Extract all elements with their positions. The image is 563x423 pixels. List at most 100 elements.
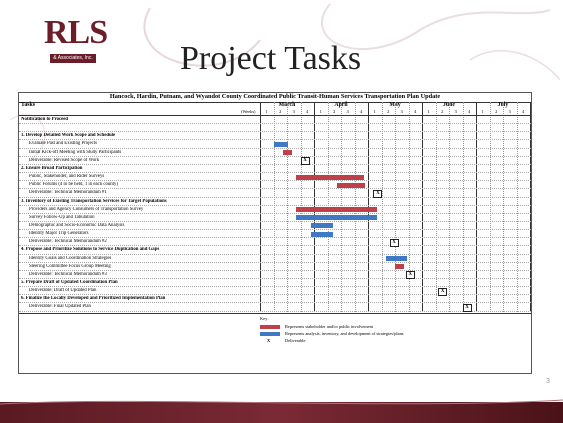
- week-number: 4: [468, 109, 471, 114]
- week-number: 4: [306, 109, 309, 114]
- grid-line-vertical: [503, 102, 504, 312]
- tasks-header: Tasks: [21, 102, 35, 108]
- row-divider: [19, 278, 531, 279]
- task-label: Deliverable: Technical Memorandum #1: [29, 190, 107, 196]
- gantt-caption: Hancock, Hardin, Putnam, and Wyandot Cou…: [19, 93, 531, 103]
- row-divider: [19, 220, 531, 222]
- row-divider: [19, 245, 531, 247]
- week-number: 1: [265, 109, 268, 114]
- task-section-label: 2. Ensure Broad Participation: [21, 165, 83, 171]
- deliverable-marker: X: [438, 287, 448, 296]
- task-label: Deliverable: Final Updated Plan: [29, 304, 91, 310]
- week-number: 2: [387, 109, 390, 114]
- week-number: 3: [400, 109, 403, 114]
- key-analysis-label: Represents analysis, inventory, and deve…: [285, 330, 404, 336]
- deliverable-marker: X: [389, 238, 399, 247]
- key-analysis-swatch: [260, 331, 280, 336]
- stakeholder-bar: [336, 182, 366, 188]
- gantt-chart-table: Hancock, Hardin, Putnam, and Wyandot Cou…: [18, 92, 532, 374]
- task-label: Deliverable: Technical Memorandum #3: [29, 271, 107, 277]
- task-section-label: Notification to Proceed: [21, 117, 69, 122]
- grid-line-vertical: [462, 102, 464, 312]
- grid-line-vertical: [368, 102, 369, 312]
- row-divider: [19, 261, 531, 263]
- key-deliverable-label: Deliverable: [285, 337, 306, 343]
- logo-text: RLS: [44, 14, 108, 51]
- week-number: 2: [279, 109, 282, 114]
- week-number: 1: [427, 109, 430, 114]
- weeks-header: (Weeks): [241, 109, 256, 114]
- month-header: July: [497, 102, 509, 108]
- analysis-bar: [296, 215, 378, 221]
- grid-line-vertical: [260, 102, 261, 312]
- week-number: 1: [373, 109, 376, 114]
- slide-title: Project Tasks: [180, 40, 362, 77]
- stakeholder-bar: [282, 150, 293, 156]
- deliverable-marker: X: [373, 189, 383, 198]
- task-label: Identify Major Trip Generators: [29, 231, 89, 237]
- grid-line-vertical: [516, 102, 518, 312]
- row-divider: [19, 286, 531, 288]
- week-number: 3: [454, 109, 457, 114]
- key-title: Key:: [260, 315, 269, 321]
- analysis-bar: [273, 141, 289, 147]
- deliverable-marker: X: [405, 271, 415, 280]
- row-divider: [19, 269, 531, 271]
- row-divider: [19, 237, 531, 239]
- grid-line-vertical: [273, 102, 275, 312]
- stakeholder-bar: [296, 174, 364, 180]
- analysis-bar: [385, 256, 408, 262]
- grid-line-vertical: [381, 102, 383, 312]
- week-number: 3: [508, 109, 511, 114]
- row-divider: [19, 212, 531, 214]
- month-header: March: [278, 102, 296, 108]
- task-label: Demographic and Socio-Economic Data Anal…: [29, 222, 125, 228]
- grid-line-vertical: [327, 102, 329, 312]
- week-number: 2: [333, 109, 336, 114]
- week-number: 4: [360, 109, 363, 114]
- row-divider: [19, 139, 531, 141]
- task-section-label: 3. Inventory of Existing Transportation …: [21, 198, 167, 204]
- stakeholder-bar: [395, 264, 405, 270]
- grid-line-vertical: [489, 102, 491, 312]
- week-number: 2: [495, 109, 498, 114]
- grid-line-vertical: [314, 102, 315, 312]
- task-section-label: 5. Prepare Draft of Updated Coordination…: [21, 280, 118, 285]
- grid-line-vertical: [435, 102, 437, 312]
- page-number: 3: [546, 378, 550, 385]
- row-divider: [19, 123, 531, 125]
- task-section-label: 4. Propose and Prioritize Solutions to S…: [21, 247, 160, 253]
- grid-line-vertical: [287, 102, 288, 312]
- grid-line-vertical: [530, 102, 531, 312]
- row-divider: [19, 147, 531, 149]
- deliverable-marker: X: [300, 157, 310, 166]
- row-divider: [19, 302, 531, 304]
- row-divider: [19, 188, 531, 190]
- task-label: Public, Stakeholder, and Rider Surveys: [29, 174, 105, 180]
- header-divider: [19, 115, 531, 116]
- key-stakeholder-label: Represents stakeholder and/or public inv…: [285, 323, 374, 329]
- row-divider: [19, 180, 531, 182]
- week-number: 3: [292, 109, 295, 114]
- logo-subtext: & Associates, Inc.: [50, 54, 96, 63]
- analysis-bar: [311, 223, 333, 229]
- deliverable-marker: X: [462, 303, 472, 312]
- grid-line-vertical: [422, 102, 423, 312]
- row-divider: [19, 229, 531, 231]
- row-divider: [19, 163, 531, 165]
- key-divider: [19, 312, 531, 314]
- task-label: Initial Kick-off Meeting with Study Part…: [29, 149, 122, 155]
- week-number: 1: [319, 109, 322, 114]
- row-divider: [19, 253, 531, 255]
- key-stakeholder-swatch: [260, 324, 280, 329]
- task-label: Survey Follow-Up and Tabulation: [29, 214, 95, 220]
- row-divider: [19, 131, 531, 133]
- grid-line-vertical: [395, 102, 396, 312]
- row-divider: [19, 294, 531, 296]
- task-label: Deliverable: Revised Scope of Work: [29, 157, 100, 163]
- week-number: 1: [481, 109, 484, 114]
- grid-line-vertical: [408, 102, 410, 312]
- grid-line-vertical: [300, 102, 302, 312]
- company-logo: RLS & Associates, Inc.: [44, 14, 108, 66]
